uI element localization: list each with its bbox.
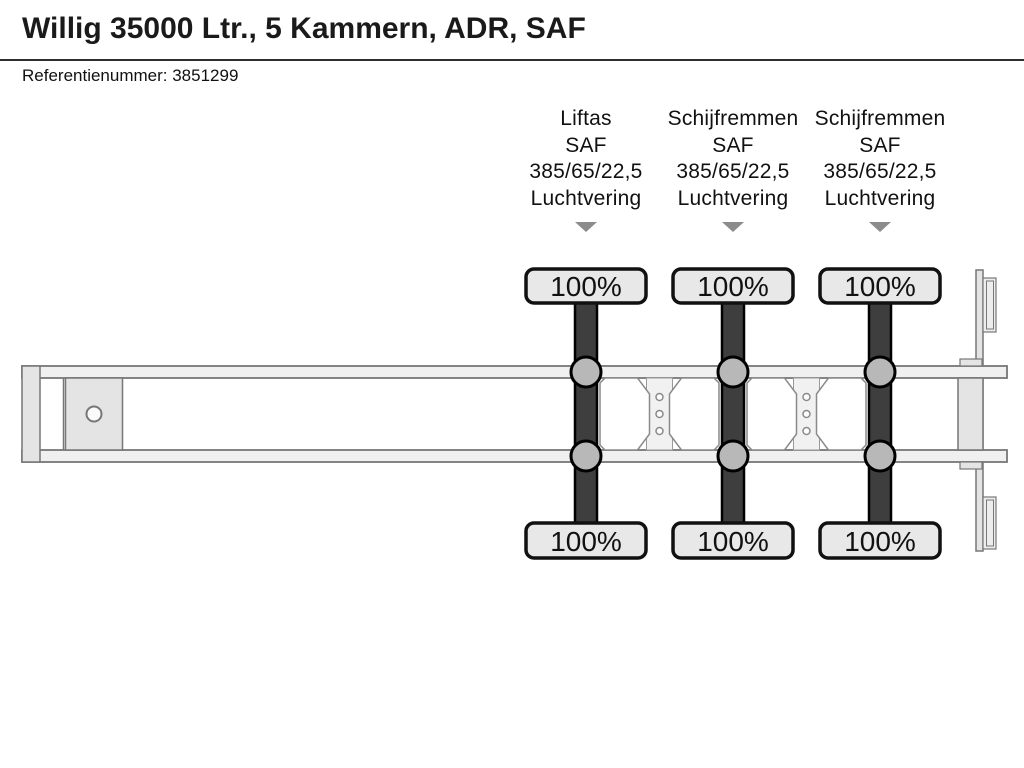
bolt-hole: [802, 392, 811, 402]
wheel-top-3: [863, 355, 897, 389]
bolt-hole: [655, 392, 664, 402]
suspension-panel: [668, 377, 720, 451]
bottom-rail: [21, 449, 1008, 463]
axle-brand-label: SAF: [712, 133, 754, 157]
arrow-down-icon: [869, 222, 891, 232]
axle-brand-label: SAF: [565, 133, 607, 157]
bolt-hole: [655, 409, 664, 419]
axle-suspension-label: Luchtvering: [677, 186, 789, 210]
suspension-panel: [746, 377, 798, 451]
axle-suspension-label: Luchtvering: [824, 186, 936, 210]
rear-light-top-inner: [986, 280, 994, 330]
axle-label-column-3: Schijfremmen SAF 385/65/22,5 Luchtvering: [795, 106, 965, 232]
rear-light-bottom-inner: [986, 499, 994, 547]
axle-tire-size-label: 385/65/22,5: [823, 160, 937, 183]
load-badge-bottom-3: [818, 521, 942, 560]
load-value-bottom-2: 100%: [697, 526, 769, 557]
wheel-top-2: [716, 355, 750, 389]
top-rail: [21, 365, 1008, 379]
front-end-cap: [21, 365, 41, 463]
load-badge-top-1: [524, 267, 648, 305]
bolt-hole: [802, 426, 811, 436]
wheel-bottom-1: [569, 439, 603, 473]
title-divider: [0, 59, 1024, 61]
load-value-bottom-1: 100%: [550, 526, 622, 557]
rear-light-top: [982, 277, 997, 333]
load-value-top-2: 100%: [697, 271, 769, 302]
page-title: Willig 35000 Ltr., 5 Kammern, ADR, SAF: [22, 12, 586, 45]
kingpin: [85, 405, 103, 423]
rear-light-bottom: [982, 496, 997, 550]
load-value-bottom-3: 100%: [844, 526, 916, 557]
rear-bracket-bottom: [959, 461, 983, 470]
axle-bar-2: [720, 294, 746, 532]
arrow-down-icon: [575, 222, 597, 232]
axle-suspension-label: Luchtvering: [530, 186, 642, 210]
axle-bar-1: [573, 294, 599, 532]
rear-bracket-top: [959, 358, 983, 367]
wheel-bottom-2: [716, 439, 750, 473]
crossmember-2: [746, 377, 867, 451]
load-value-top-1: 100%: [550, 271, 622, 302]
wheel-bottom-3: [863, 439, 897, 473]
rear-crossmember-block: [957, 377, 984, 451]
load-badge-top-3: [818, 267, 942, 305]
crossmember-1: [599, 377, 720, 451]
bolt-hole: [802, 409, 811, 419]
rear-end: [957, 277, 997, 550]
load-badge-top-2: [671, 267, 795, 305]
axle-type-label: Schijfremmen: [667, 107, 799, 130]
axle-type-label: Liftas: [560, 107, 612, 130]
suspension-panel: [599, 377, 651, 451]
axle-tire-size-label: 385/65/22,5: [676, 160, 790, 183]
axle-brand-label: SAF: [859, 133, 901, 157]
arrow-down-icon: [722, 222, 744, 232]
axle-bar-3: [867, 294, 893, 532]
wheel-top-1: [569, 355, 603, 389]
bolt-hole: [655, 426, 664, 436]
load-badge-bottom-1: [524, 521, 648, 560]
axle-label-column-1: Liftas SAF 385/65/22,5 Luchtvering: [501, 106, 671, 232]
axle-label-column-2: Schijfremmen SAF 385/65/22,5 Luchtvering: [648, 106, 818, 232]
suspension-panel: [815, 377, 867, 451]
load-value-top-3: 100%: [844, 271, 916, 302]
reference-number: Referentienummer: 3851299: [22, 66, 239, 85]
load-badge-bottom-2: [671, 521, 795, 560]
axle-tire-size-label: 385/65/22,5: [529, 160, 643, 183]
axle-type-label: Schijfremmen: [814, 107, 946, 130]
